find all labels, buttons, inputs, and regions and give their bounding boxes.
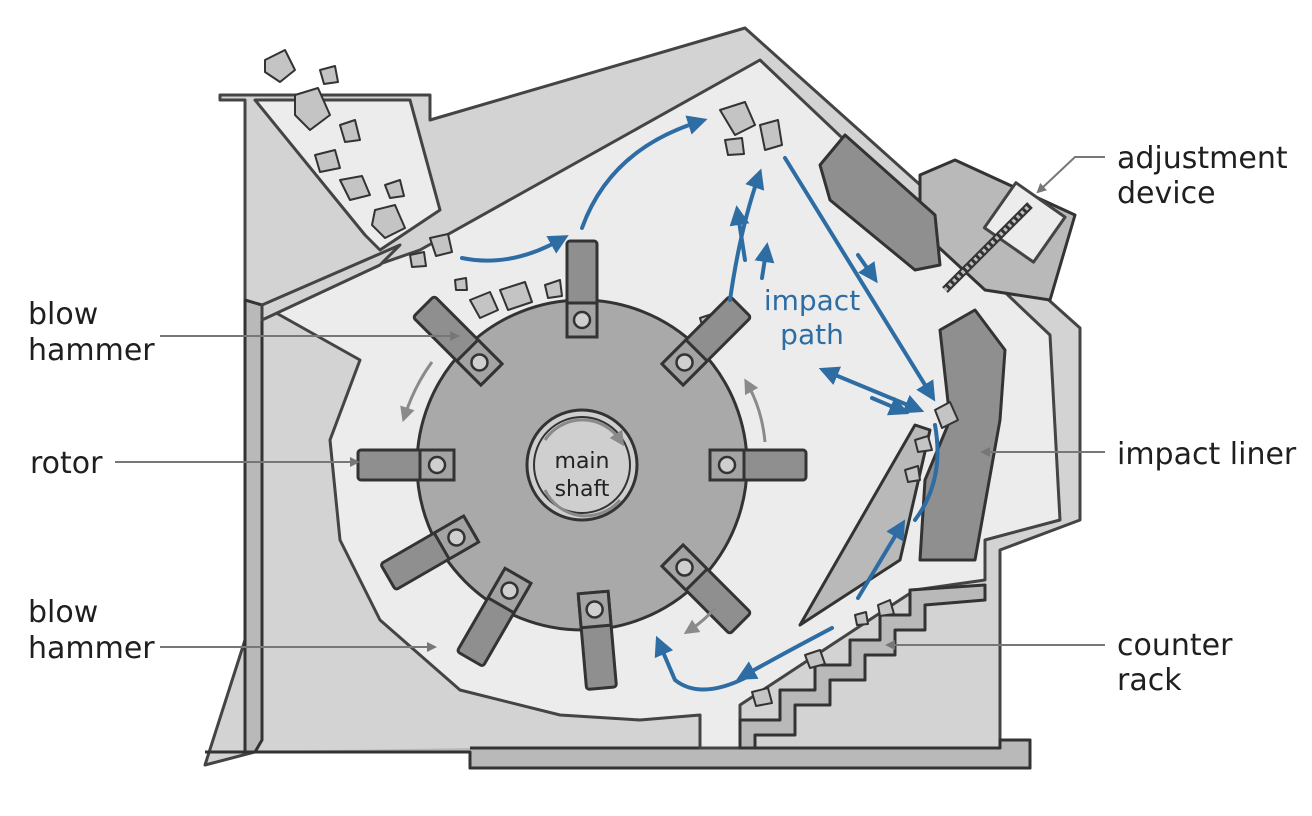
label-rotor: rotor	[30, 446, 103, 481]
label-impact-liner: impact liner	[1117, 437, 1297, 472]
blow-hammer	[576, 589, 618, 691]
label-counter-rack-line2: rack	[1117, 663, 1182, 698]
main-shaft-label-line1: main	[555, 449, 610, 474]
label-adjustment-device-line1: adjustment	[1117, 141, 1288, 176]
main-shaft	[525, 408, 639, 522]
rotor-assembly: main shaft	[415, 298, 749, 632]
label-blow-hammer-top-line1: blow	[28, 297, 98, 332]
leader-lines	[115, 156, 1105, 652]
label-blow-hammer-bottom-line1: blow	[28, 595, 98, 630]
blow-hammer	[659, 542, 752, 635]
label-blow-hammer-bottom-line2: hammer	[28, 631, 155, 666]
blow-hammer	[456, 566, 534, 667]
label-adjustment-device-line2: device	[1117, 176, 1216, 211]
counter-rack-steps	[738, 583, 987, 750]
impact-path-label-line2: path	[780, 318, 844, 351]
blow-hammers	[356, 239, 808, 691]
base-plate	[205, 738, 1032, 770]
left-wall	[243, 298, 264, 754]
label-blow-hammer-top-line2: hammer	[28, 333, 155, 368]
blow-hammer	[380, 513, 481, 591]
main-shaft-label-line2: shaft	[555, 477, 610, 502]
impact-liner-block	[918, 308, 1007, 562]
callout-labels: blow hammer rotor blow hammer adjustment…	[28, 141, 1297, 698]
label-counter-rack-line1: counter	[1117, 628, 1233, 663]
rotation-arrows	[400, 361, 767, 635]
leader-adjustment-device	[1036, 156, 1105, 194]
blow-hammer	[708, 448, 808, 482]
impact-path-label-line1: impact	[764, 284, 860, 317]
impact-path-arrows: impact path	[460, 115, 940, 692]
blow-hammer	[356, 448, 456, 482]
blow-hammer	[659, 295, 752, 388]
upper-impact-plate	[818, 133, 942, 272]
blow-hammer	[565, 239, 599, 339]
